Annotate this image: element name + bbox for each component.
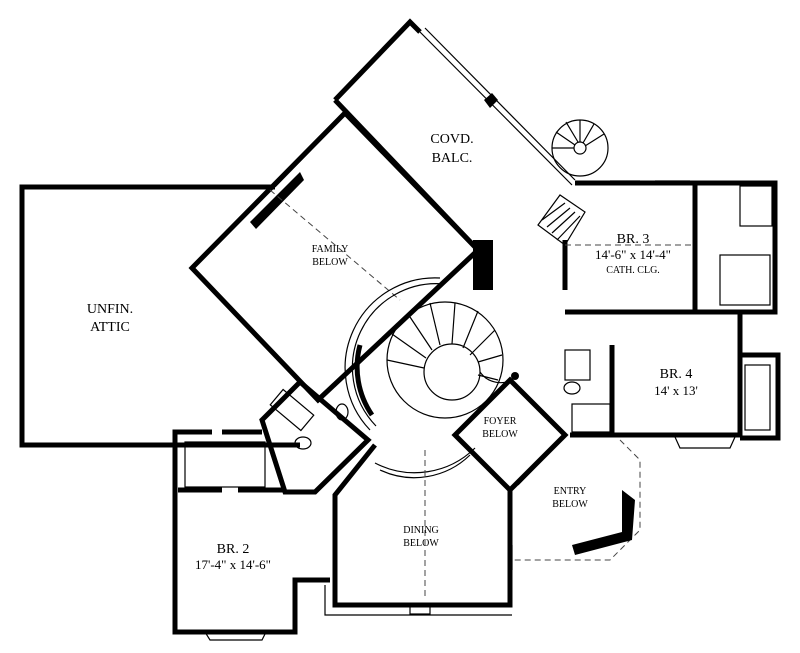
br2-size: 17'-4" x 14'-6" bbox=[195, 557, 271, 572]
foyer-label-2: BELOW bbox=[482, 429, 518, 440]
attic-label-2: ATTIC bbox=[90, 320, 130, 335]
bath-br2 bbox=[259, 378, 372, 495]
br3-walls bbox=[562, 180, 778, 315]
central-stair bbox=[344, 277, 519, 479]
covd-balc-label-2: BALC. bbox=[432, 151, 473, 166]
foyer-walls bbox=[451, 376, 569, 494]
dining-label-2: BELOW bbox=[403, 538, 439, 549]
covered-balcony-walls bbox=[333, 18, 576, 290]
br4-walls bbox=[563, 312, 781, 449]
attic-label-1: UNFIN. bbox=[87, 302, 133, 317]
br3-size: 14'-6" x 14'-4" bbox=[595, 247, 671, 262]
spiral-stair-balcony bbox=[551, 119, 609, 177]
br4-name: BR. 4 bbox=[660, 367, 693, 382]
foyer-label-1: FOYER bbox=[484, 416, 517, 427]
br4-size: 14' x 13' bbox=[654, 383, 698, 398]
entry-label-2: BELOW bbox=[552, 499, 588, 510]
stair-br3 bbox=[537, 194, 586, 246]
br3-name: BR. 3 bbox=[617, 232, 650, 247]
dining-label-1: DINING bbox=[403, 525, 439, 536]
family-label-2: BELOW bbox=[312, 257, 348, 268]
dining-walls bbox=[324, 443, 513, 616]
br2-walls bbox=[172, 429, 330, 641]
family-label-1: FAMILY bbox=[312, 244, 349, 255]
entry-label-1: ENTRY bbox=[554, 486, 587, 497]
br3-note: CATH. CLG. bbox=[606, 265, 660, 276]
br2-name: BR. 2 bbox=[217, 542, 250, 557]
covd-balc-label-1: COVD. bbox=[430, 132, 473, 147]
